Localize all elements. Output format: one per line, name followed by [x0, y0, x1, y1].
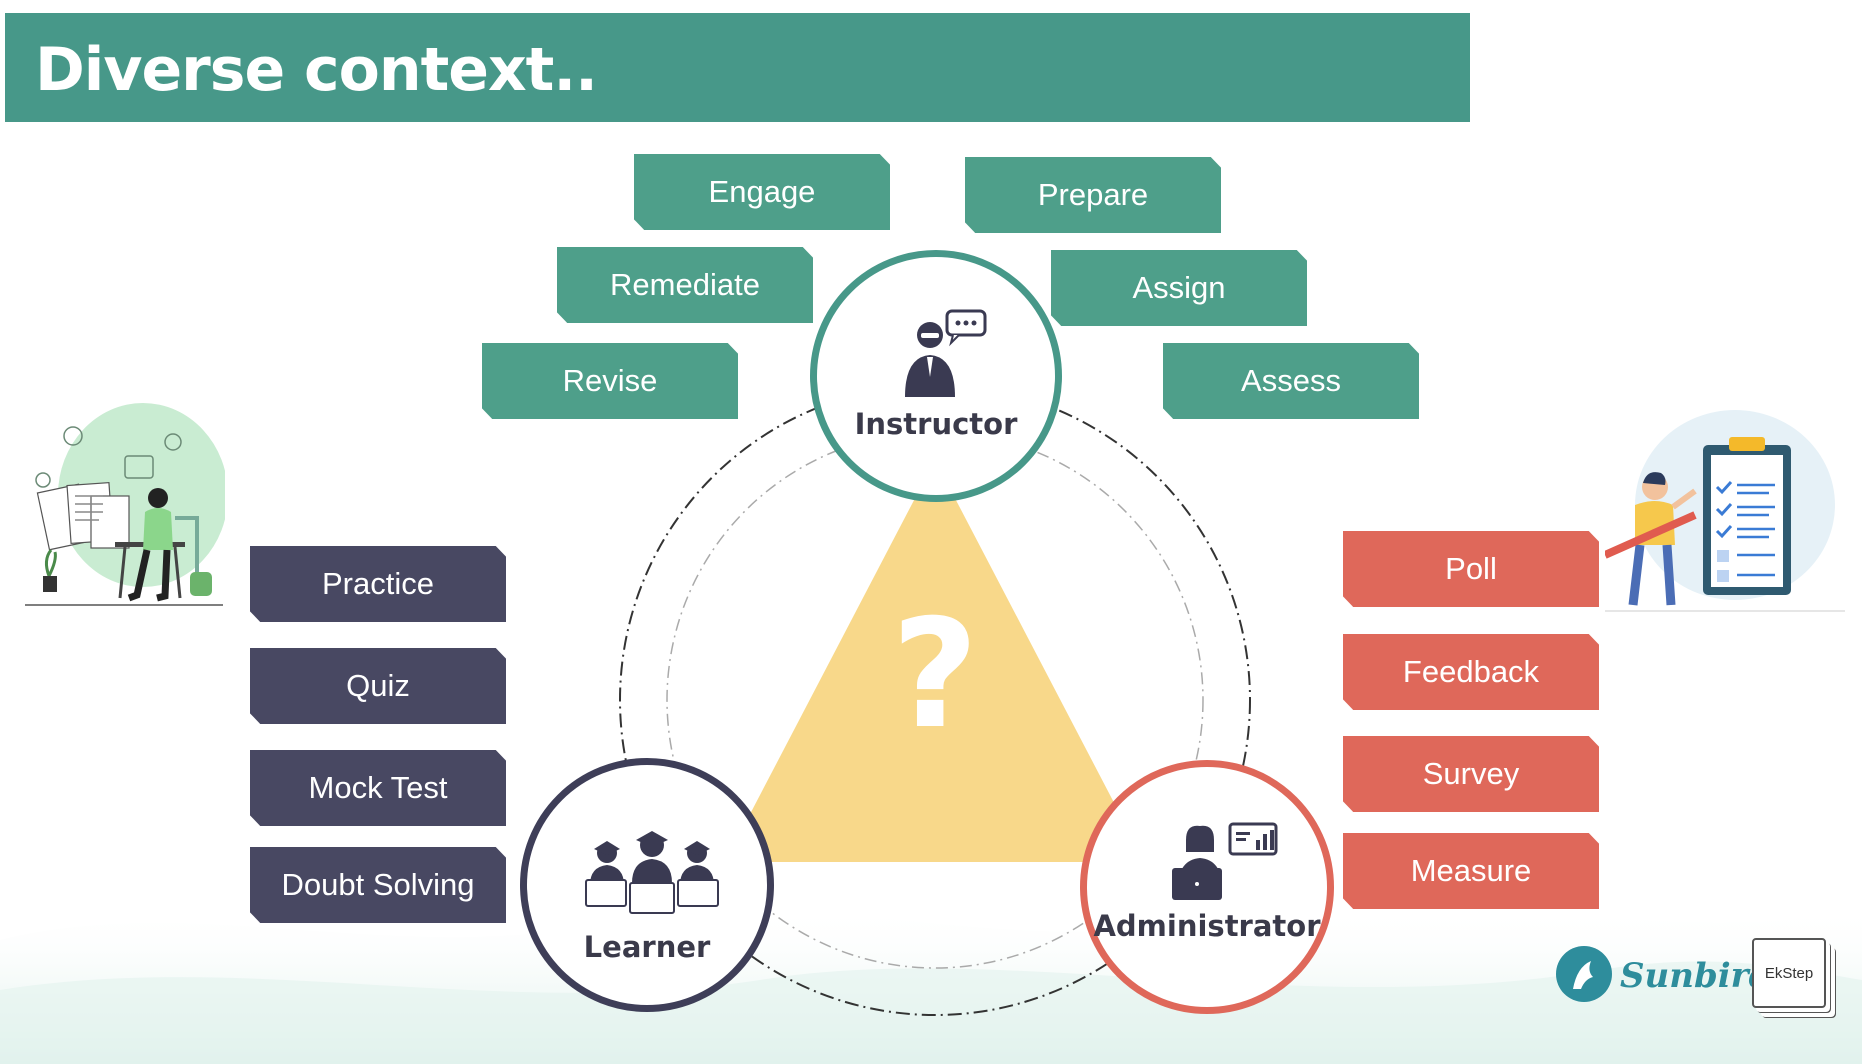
center-triangle: [725, 460, 1145, 862]
slide-title: Diverse context..: [35, 35, 598, 105]
tag-engage: Engage: [634, 154, 890, 230]
administrator-circle: Administrator: [1080, 760, 1334, 1014]
tag-remediate: Remediate: [557, 247, 813, 323]
teacher-icon: [905, 309, 987, 397]
tag-feedback: Feedback: [1343, 634, 1599, 710]
sunbird-logo-text: Sunbird: [1620, 956, 1773, 996]
learner-label: Learner: [583, 930, 711, 964]
tag-measure: Measure: [1343, 833, 1599, 909]
instructor-circle: Instructor: [810, 250, 1062, 502]
tag-survey: Survey: [1343, 736, 1599, 812]
clipboard-checklist-illustration: [1605, 410, 1845, 612]
tag-prepare: Prepare: [965, 157, 1221, 233]
tag-revise: Revise: [482, 343, 738, 419]
administrator-label: Administrator: [1093, 909, 1321, 943]
ekstep-logo: EkStep: [1752, 938, 1826, 1008]
tag-assign: Assign: [1051, 250, 1307, 326]
admin-icon: [1172, 822, 1278, 900]
title-bar: Diverse context..: [5, 13, 1470, 122]
background-wave: [0, 905, 1862, 1064]
tag-poll: Poll: [1343, 531, 1599, 607]
students-icon: [585, 831, 719, 914]
tag-mock-test: Mock Test: [250, 750, 506, 826]
tag-doubt-solving: Doubt Solving: [250, 847, 506, 923]
instructor-label: Instructor: [854, 407, 1018, 441]
tag-practice: Practice: [250, 546, 506, 622]
tag-quiz: Quiz: [250, 648, 506, 724]
center-question-mark: ?: [891, 588, 979, 762]
learner-circle: Learner: [520, 758, 774, 1012]
student-studying-illustration: [25, 403, 225, 606]
tag-assess: Assess: [1163, 343, 1419, 419]
sunbird-logo-icon: [1556, 946, 1612, 1002]
